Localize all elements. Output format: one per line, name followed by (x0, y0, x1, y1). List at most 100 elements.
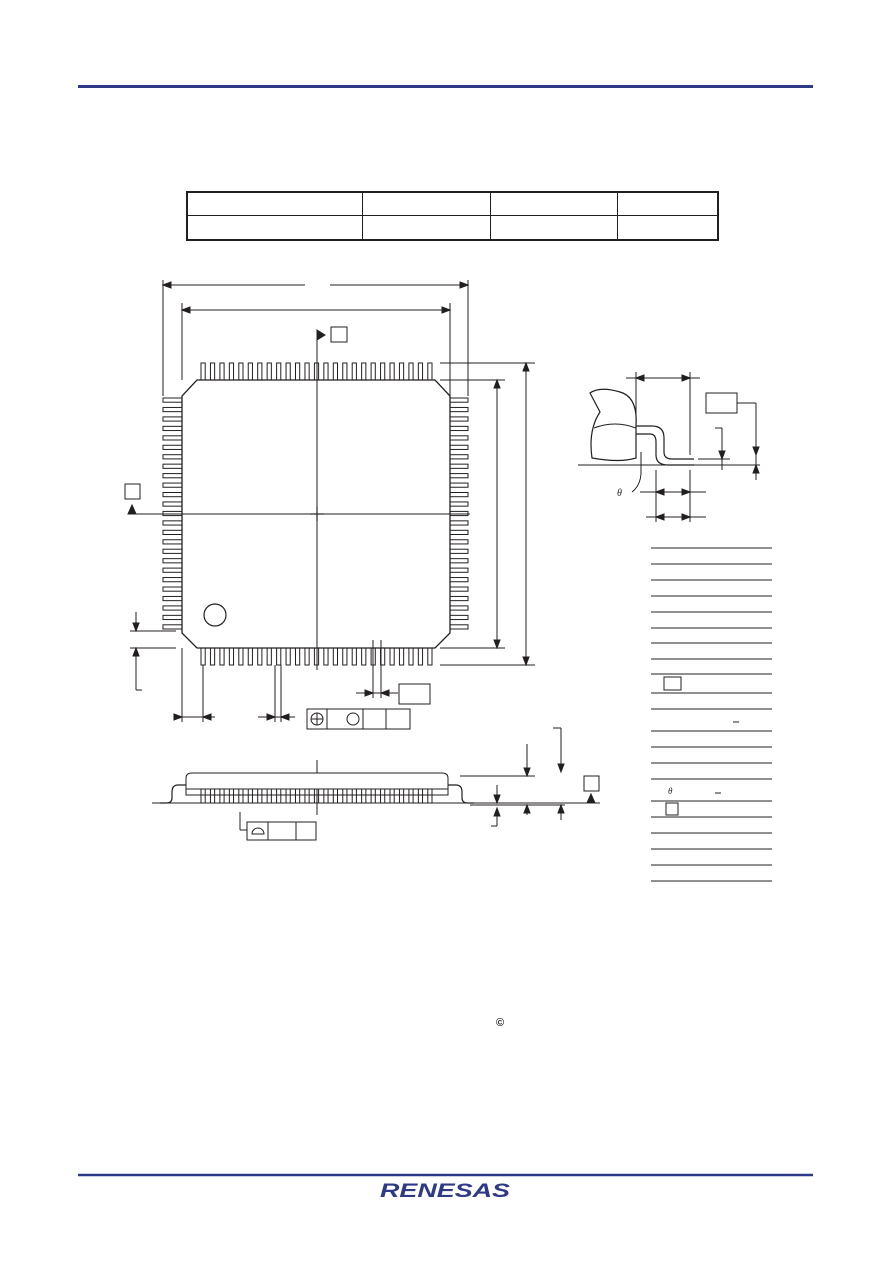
logo-text: RENESAS (380, 1181, 510, 1200)
lead (257, 647, 263, 666)
lead (209, 647, 216, 666)
lead (162, 577, 183, 583)
lead (162, 520, 183, 526)
lead (408, 788, 414, 804)
dimension-box (705, 392, 738, 414)
lead (313, 788, 320, 804)
lead (162, 454, 183, 460)
copyright-symbol: © (496, 1017, 505, 1029)
lead (449, 548, 469, 554)
lead (162, 529, 183, 535)
lead (449, 595, 469, 602)
lead (238, 788, 244, 804)
lead (162, 605, 183, 611)
header-rule (78, 85, 813, 88)
lead (257, 788, 263, 804)
profile-tolerance-frame (246, 821, 317, 841)
reference-box (663, 676, 682, 691)
lead (219, 788, 225, 804)
theta-symbol: θ (617, 488, 622, 499)
lead (247, 647, 253, 666)
lead (449, 586, 469, 592)
lead (162, 444, 183, 450)
lead (449, 473, 469, 479)
lead (449, 605, 469, 611)
renesas-logo-icon: RENESAS (380, 1181, 510, 1200)
lead (285, 647, 291, 666)
lead (351, 647, 357, 666)
lead (285, 788, 291, 804)
lead (295, 647, 301, 666)
lead (162, 558, 183, 564)
lead (162, 416, 183, 422)
lead (342, 788, 348, 804)
datum-a-arrow (127, 503, 137, 515)
table-cell (363, 193, 491, 216)
lead (295, 788, 301, 804)
lead (351, 788, 357, 804)
lead (361, 647, 367, 666)
lead (398, 362, 405, 381)
lead (276, 647, 282, 666)
position-tolerance-frame (306, 708, 411, 730)
profile-symbol-icon (251, 827, 265, 835)
lead (200, 647, 206, 666)
datum-b-arrow (316, 329, 326, 341)
lead (209, 362, 216, 381)
lead (370, 362, 376, 381)
datum-a-box (124, 483, 141, 500)
lead (247, 788, 253, 804)
lead (361, 362, 367, 381)
lead (162, 482, 183, 488)
lead (398, 647, 405, 666)
lead (389, 647, 395, 666)
lead (449, 406, 469, 413)
lead (417, 788, 424, 804)
lead (449, 558, 469, 564)
lead (351, 362, 357, 381)
bottom-leads (200, 647, 433, 666)
lead (228, 788, 235, 804)
lead (361, 788, 367, 804)
lead (427, 362, 433, 381)
lead (276, 362, 282, 381)
dimension-box (398, 683, 431, 705)
lead (449, 397, 469, 403)
lead (449, 416, 469, 422)
lead (162, 473, 183, 479)
lead (162, 492, 183, 498)
side-view-leads (200, 788, 433, 804)
lead (398, 788, 405, 804)
lead (417, 647, 424, 666)
dimension-table (651, 547, 772, 882)
lead (238, 362, 244, 381)
package-info-table (186, 191, 719, 241)
pin1-marker (203, 603, 227, 627)
lead (200, 788, 206, 804)
lead (449, 435, 469, 441)
lead (449, 492, 469, 498)
lead (162, 595, 183, 602)
lead (162, 501, 183, 507)
lead (427, 788, 433, 804)
lead (417, 362, 424, 381)
mmc-symbol-icon (346, 712, 360, 726)
lead (266, 362, 272, 381)
table-cell (188, 193, 363, 216)
lead (238, 647, 244, 666)
lead (449, 614, 469, 621)
lead (219, 362, 225, 381)
lead (449, 577, 469, 583)
lead (380, 362, 386, 381)
top-view (124, 280, 535, 730)
lead (389, 362, 395, 381)
table-cell (188, 216, 363, 239)
lead (266, 647, 272, 666)
lead (304, 647, 310, 666)
datum-b-box (330, 326, 348, 343)
lead (162, 586, 183, 592)
lead (228, 647, 235, 666)
lead (449, 444, 469, 450)
lead (370, 788, 376, 804)
table-cell (618, 193, 717, 216)
